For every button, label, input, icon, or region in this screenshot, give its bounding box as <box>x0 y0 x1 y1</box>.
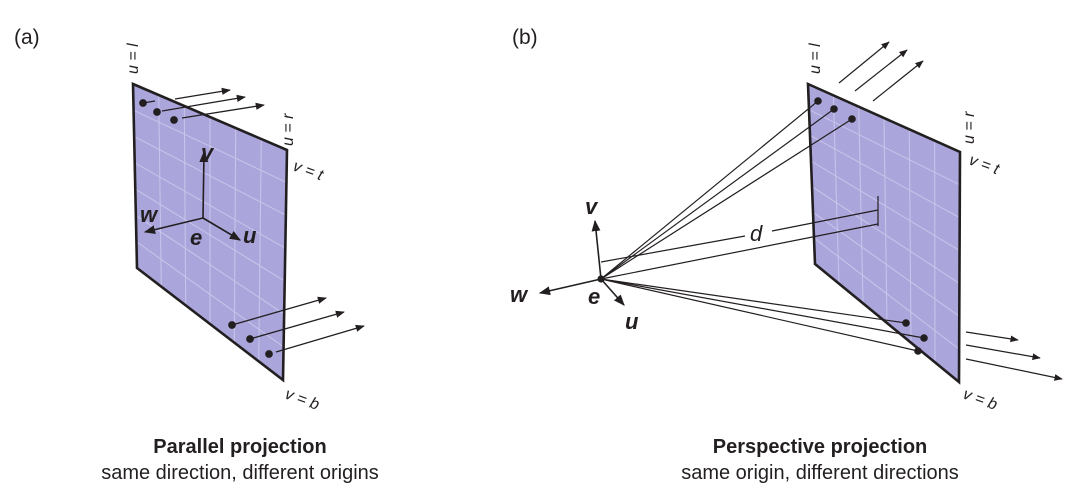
ray-line <box>600 278 907 324</box>
edge-label-right: u = r <box>961 111 978 144</box>
caption-title: Parallel projection <box>153 436 327 458</box>
v-axis-label: v <box>201 140 215 165</box>
eye-point-label: e <box>190 225 202 250</box>
camera-frame-axes <box>538 219 625 306</box>
ray-arrow <box>965 344 1041 361</box>
perspective-projection-caption: Perspective projection same origin, diff… <box>610 434 1030 486</box>
v-axis-label: v <box>585 194 599 219</box>
edge-label-left: u = l <box>125 43 142 74</box>
ray-origin-point <box>153 108 161 116</box>
v-axis-arrow <box>199 150 209 219</box>
parallel-rays-top <box>139 87 265 124</box>
panel-label-b: (b) <box>512 26 538 49</box>
ray-line <box>600 278 925 339</box>
ray-arrow <box>275 324 365 353</box>
edge-label-top: v = t <box>291 158 326 185</box>
eye-point-label: e <box>588 284 600 309</box>
ray-origin-point <box>265 350 273 358</box>
w-axis-arrow <box>538 278 602 296</box>
ray-arrow <box>249 310 345 340</box>
ray-arrow <box>231 296 327 326</box>
distance-indicator <box>600 196 879 280</box>
ray-origin-point <box>902 319 910 327</box>
ray-arrow <box>872 60 924 102</box>
edge-label-top: v = t <box>967 152 1002 179</box>
w-axis-arrow <box>143 217 204 234</box>
ray-origin-point <box>814 97 822 105</box>
ray-arrow <box>965 358 1063 381</box>
edge-label-bottom: v = b <box>961 386 1000 414</box>
edge-label-left: u = l <box>807 43 824 74</box>
caption-title: Perspective projection <box>712 436 928 458</box>
ray-line <box>600 118 853 280</box>
image-plane-grid <box>133 94 288 362</box>
perspective-rays-bottom <box>600 278 1063 381</box>
ray-origin-point <box>848 115 856 123</box>
caption-subtitle: same direction, different origins <box>101 462 379 484</box>
ray-arrow <box>965 331 1019 343</box>
ray-arrow <box>181 102 265 119</box>
image-plane-grid <box>808 95 961 363</box>
ray-origin-point <box>170 116 178 124</box>
w-axis-label: w <box>510 282 529 307</box>
ray-origin-point <box>914 347 922 355</box>
ray-origin-point <box>920 334 928 342</box>
ray-arrow <box>838 41 890 84</box>
ray-line <box>600 108 835 280</box>
panel-label-a: (a) <box>14 26 40 49</box>
camera-frame-axes <box>143 150 241 241</box>
ray-line <box>600 278 919 352</box>
edge-label-right: u = r <box>280 113 297 146</box>
ray-arrow <box>854 49 908 92</box>
parallel-projection-diagram: v w e u u = l u = r v = t v = b <box>125 43 365 414</box>
ray-arrow <box>174 87 231 100</box>
ray-arrow <box>161 94 246 112</box>
ray-origin-point <box>139 99 147 107</box>
perspective-projection-diagram: d v w e u u = l u = r v = t v = b <box>510 41 1063 414</box>
distance-line-left <box>600 235 746 263</box>
perspective-rays-top <box>600 41 924 280</box>
eye-point <box>597 275 605 283</box>
parallel-projection-panel: (a) <box>14 26 420 486</box>
caption-subtitle: same origin, different directions <box>681 462 959 484</box>
image-plane <box>806 81 962 385</box>
ray-line <box>600 100 819 280</box>
distance-line-right <box>771 209 879 232</box>
u-axis-arrow <box>202 217 241 241</box>
u-axis-label: u <box>243 223 257 248</box>
ray-origin-point <box>830 105 838 113</box>
parallel-rays-bottom <box>228 296 365 358</box>
u-axis-arrow <box>600 278 625 306</box>
perspective-projection-panel: (b) <box>510 0 1080 500</box>
parallel-projection-caption: Parallel projection same direction, diff… <box>60 434 420 486</box>
image-plane <box>131 82 289 383</box>
w-axis-label: w <box>140 202 159 227</box>
distance-label: d <box>750 221 763 246</box>
optical-axis-line <box>600 223 879 280</box>
edge-label-bottom: v = b <box>283 386 322 414</box>
v-axis-arrow <box>591 219 602 280</box>
u-axis-label: u <box>625 309 639 334</box>
